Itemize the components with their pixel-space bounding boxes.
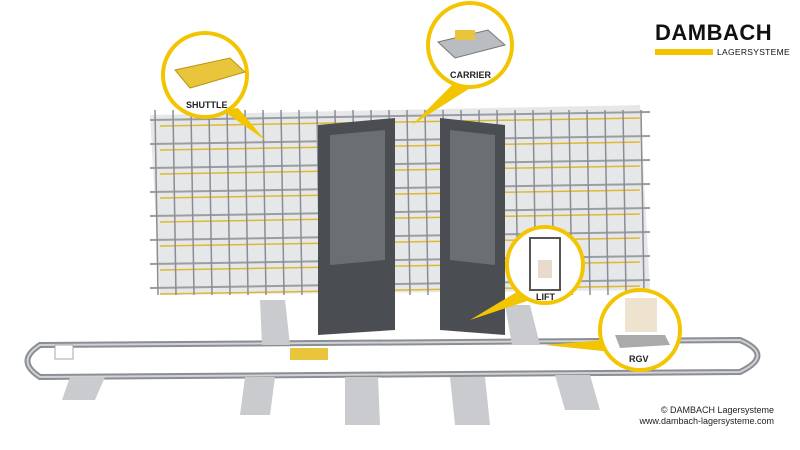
rack-beam xyxy=(190,109,195,296)
rack-beam xyxy=(640,109,645,296)
website-url: www.dambach-lagersysteme.com xyxy=(639,416,774,426)
rack-beam xyxy=(622,109,627,296)
rack-beam xyxy=(159,213,641,223)
rack-beam xyxy=(149,159,651,169)
lift-label: LIFT xyxy=(536,292,555,302)
rack-beam xyxy=(298,109,303,296)
rack-beam xyxy=(604,109,609,296)
rgv-callout: RGV xyxy=(545,288,682,372)
conveyor-loop xyxy=(24,300,761,425)
lift-tower-left xyxy=(318,118,395,335)
dambach-logo: DAMBACH LAGERSYSTEME xyxy=(655,22,790,57)
lift-tower-right xyxy=(440,118,505,335)
lift-callout: LIFT xyxy=(470,225,585,320)
rack-beam xyxy=(244,109,249,296)
rack-beam xyxy=(159,165,641,175)
shuttle-label: SHUTTLE xyxy=(186,100,228,110)
rack-beam xyxy=(159,189,641,199)
logo-tagline: LAGERSYSTEME xyxy=(716,47,790,57)
rack-beam xyxy=(172,109,177,296)
rack-beam xyxy=(159,141,641,151)
rack-beam xyxy=(149,111,651,121)
copyright-line: © DAMBACH Lagersysteme xyxy=(660,405,774,415)
rack-beam xyxy=(280,109,285,296)
logo-name: DAMBACH xyxy=(655,20,773,45)
rack-beam xyxy=(406,109,411,296)
copyright: © DAMBACH Lagersysteme www.dambach-lager… xyxy=(639,405,774,427)
rack-beam xyxy=(226,109,231,296)
logo-accent-bar xyxy=(655,49,713,55)
rack-beam xyxy=(208,109,213,296)
rgv-label: RGV xyxy=(629,354,649,364)
rack-beam xyxy=(149,183,651,193)
carrier-callout: CARRIER xyxy=(412,1,514,125)
rack-beam xyxy=(149,135,651,145)
rack-beam xyxy=(586,109,591,296)
rack-beam xyxy=(262,109,267,296)
carrier-label: CARRIER xyxy=(450,70,492,80)
rack-beam xyxy=(424,109,429,296)
rack-beam xyxy=(149,207,651,217)
shuttle-callout: SHUTTLE xyxy=(161,31,265,140)
rack-beam xyxy=(159,117,641,127)
rack-beam xyxy=(154,109,159,296)
